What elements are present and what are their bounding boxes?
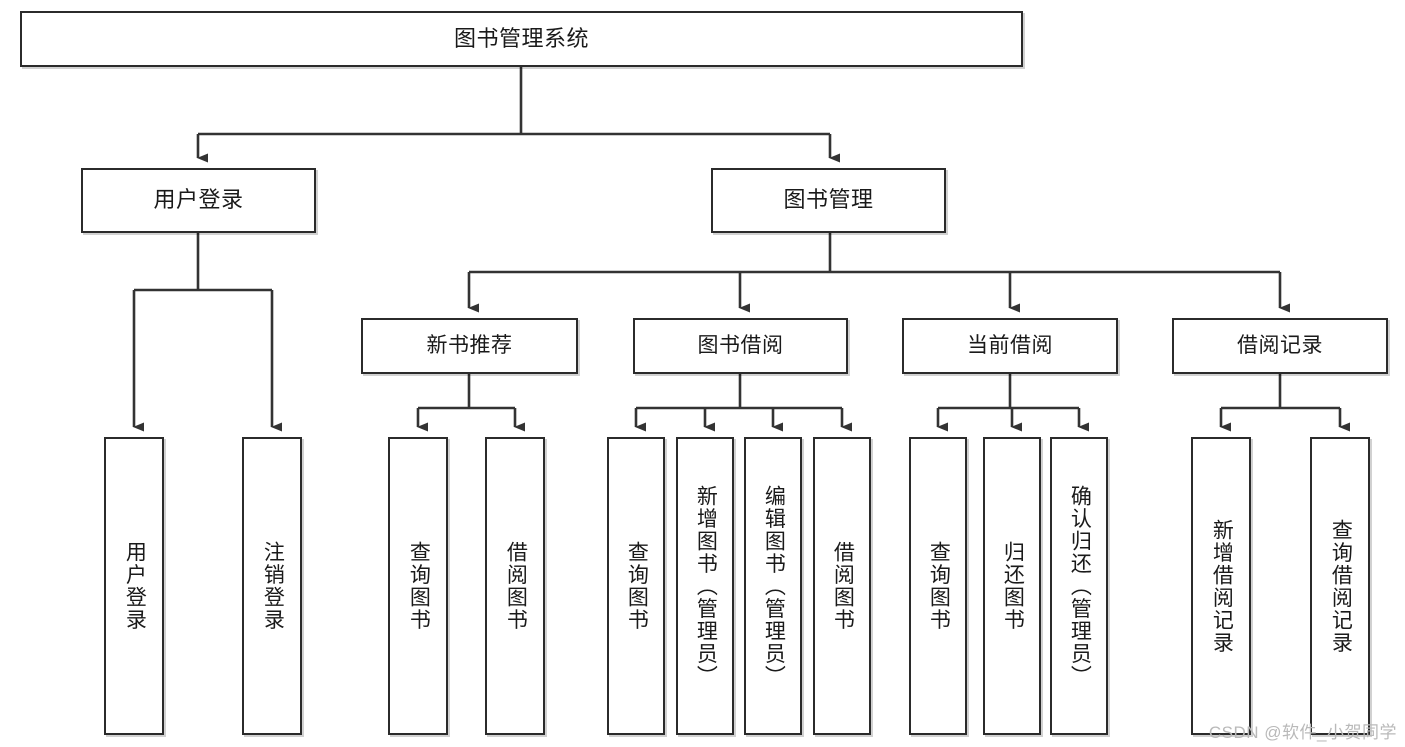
- node-root[interactable]: 图书管理系统: [20, 11, 1023, 67]
- node-book-manage-label: 图书管理: [783, 187, 874, 213]
- node-leaf-cur-return-book-label: 归还图书: [1001, 541, 1025, 631]
- node-leaf-user-logout-label: 注销登录: [261, 541, 285, 631]
- node-leaf-user-login-label: 用户登录: [123, 541, 147, 631]
- node-leaf-borrow-add-book[interactable]: 新增图书（管理员）: [676, 437, 734, 735]
- node-user-login-label: 用户登录: [153, 187, 244, 213]
- node-leaf-cur-confirm-return[interactable]: 确认归还（管理员）: [1050, 437, 1108, 735]
- node-leaf-borrow-query-book-label: 查询图书: [625, 541, 649, 631]
- node-leaf-rec-borrow-book-label: 借阅图书: [504, 541, 528, 631]
- node-leaf-cur-query-book-label: 查询图书: [927, 541, 951, 631]
- node-leaf-rec-query-record[interactable]: 查询借阅记录: [1310, 437, 1370, 735]
- node-leaf-rec-add-record[interactable]: 新增借阅记录: [1191, 437, 1251, 735]
- node-book-borrow-label: 图书借阅: [697, 334, 784, 358]
- node-leaf-cur-query-book[interactable]: 查询图书: [909, 437, 967, 735]
- node-leaf-user-logout[interactable]: 注销登录: [242, 437, 302, 735]
- node-leaf-cur-return-book[interactable]: 归还图书: [983, 437, 1041, 735]
- node-leaf-borrow-edit-book-label: 编辑图书（管理员）: [762, 484, 786, 688]
- node-leaf-borrow-edit-book[interactable]: 编辑图书（管理员）: [744, 437, 802, 735]
- node-leaf-user-login[interactable]: 用户登录: [104, 437, 164, 735]
- node-root-label: 图书管理系统: [453, 25, 589, 51]
- node-leaf-rec-add-record-label: 新增借阅记录: [1210, 518, 1234, 654]
- node-leaf-cur-confirm-return-label: 确认归还（管理员）: [1068, 484, 1092, 688]
- node-borrow-record-label: 借阅记录: [1237, 334, 1323, 358]
- node-leaf-borrow-add-book-label: 新增图书（管理员）: [694, 484, 718, 688]
- node-current-borrow-label: 当前借阅: [967, 334, 1053, 358]
- node-book-borrow[interactable]: 图书借阅: [633, 318, 848, 374]
- node-leaf-rec-borrow-book[interactable]: 借阅图书: [485, 437, 545, 735]
- node-new-book-rec-label: 新书推荐: [426, 334, 513, 358]
- node-borrow-record[interactable]: 借阅记录: [1172, 318, 1388, 374]
- node-leaf-borrow-borrow-book[interactable]: 借阅图书: [813, 437, 871, 735]
- node-leaf-borrow-query-book[interactable]: 查询图书: [607, 437, 665, 735]
- node-user-login[interactable]: 用户登录: [81, 168, 316, 233]
- node-new-book-rec[interactable]: 新书推荐: [361, 318, 578, 374]
- node-leaf-borrow-borrow-book-label: 借阅图书: [831, 541, 855, 631]
- node-current-borrow[interactable]: 当前借阅: [902, 318, 1118, 374]
- node-leaf-rec-query-book-label: 查询图书: [407, 541, 431, 631]
- node-leaf-rec-query-book[interactable]: 查询图书: [388, 437, 448, 735]
- node-leaf-rec-query-record-label: 查询借阅记录: [1329, 518, 1353, 654]
- node-book-manage[interactable]: 图书管理: [711, 168, 946, 233]
